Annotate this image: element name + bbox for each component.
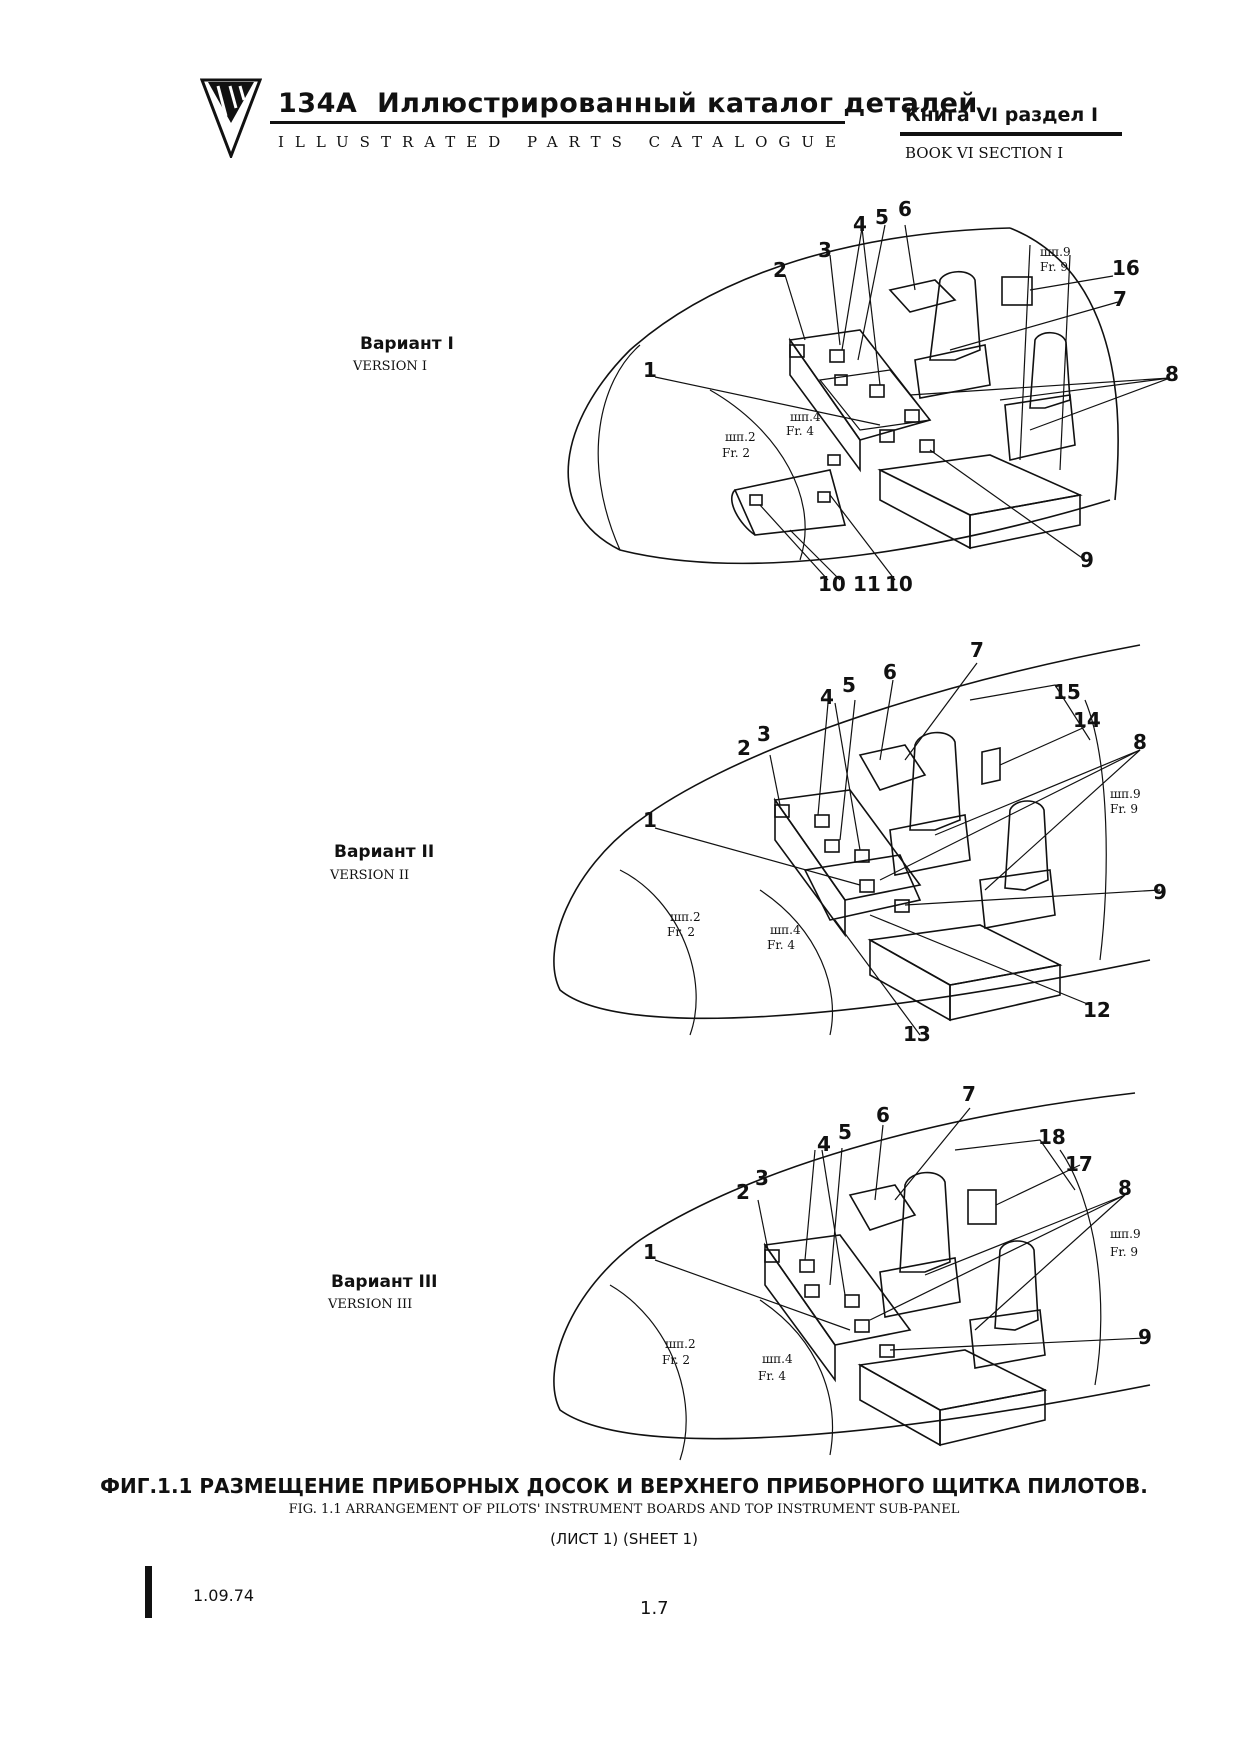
callout-v1-4: 4 — [853, 212, 867, 236]
version-3-label-ru: Вариант III — [331, 1272, 438, 1292]
callout-v1-6: 6 — [898, 197, 912, 221]
frame-4-en-v2: Fr. 4 — [767, 938, 796, 952]
catalog-title-ru: 134A Иллюстрированный каталог деталей — [278, 88, 978, 119]
callout-v1-2: 2 — [773, 258, 787, 282]
callout-v2-7: 7 — [970, 638, 984, 662]
callout-v3-5: 5 — [838, 1120, 852, 1144]
callout-v3-6: 6 — [876, 1103, 890, 1127]
frame-4-en-v1: Fr. 4 — [786, 424, 815, 438]
frame-9-en-v1: Fr. 9 — [1040, 260, 1069, 274]
frame-9-ru-v1: шп.9 — [1040, 245, 1071, 259]
manufacturer-logo — [200, 78, 262, 158]
callout-v2-13: 13 — [903, 1022, 931, 1046]
callout-v3-4: 4 — [817, 1132, 831, 1156]
frame-9-ru-v3: шп.9 — [1110, 1227, 1141, 1241]
callout-v1-3: 3 — [818, 238, 832, 262]
callout-v2-1: 1 — [643, 808, 657, 832]
callout-v2-3: 3 — [757, 722, 771, 746]
callout-v1-8: 8 — [1165, 362, 1179, 386]
frame-9-en-v3: Fr. 9 — [1110, 1245, 1139, 1259]
callout-v3-18: 18 — [1038, 1125, 1066, 1149]
frame-2-ru-v2: шп.2 — [670, 910, 701, 924]
callout-v3-3: 3 — [755, 1166, 769, 1190]
callout-v3-1: 1 — [643, 1240, 657, 1264]
figure-caption-en: FIG. 1.1 ARRANGEMENT OF PILOTS' INSTRUME… — [288, 1502, 960, 1517]
callout-v2-15: 15 — [1053, 680, 1081, 704]
frame-4-ru-v2: шп.4 — [770, 923, 801, 937]
callout-v1-5: 5 — [875, 205, 889, 229]
version-1-label-en: VERSION I — [353, 359, 428, 374]
cockpit-diagram-version-2 — [553, 644, 1151, 1036]
callout-v1-7: 7 — [1113, 287, 1127, 311]
cockpit-diagram-version-3 — [553, 1092, 1151, 1461]
model-number: 134A — [278, 88, 358, 119]
version-2-label-ru: Вариант II — [334, 842, 435, 862]
callout-v1-16: 16 — [1112, 256, 1140, 280]
revision-bar — [145, 1566, 152, 1618]
callout-v2-4: 4 — [820, 685, 834, 709]
callout-v2-14: 14 — [1073, 708, 1101, 732]
frame-2-ru-v3: шп.2 — [665, 1337, 696, 1351]
callout-v1-11: 11 — [853, 572, 881, 596]
frame-2-en-v3: Fr. 2 — [662, 1353, 691, 1367]
callout-v3-7: 7 — [962, 1082, 976, 1106]
callout-v1-1: 1 — [643, 358, 657, 382]
callout-v1-10b: 10 — [885, 572, 913, 596]
page-number: 1.7 — [640, 1598, 669, 1619]
frame-9-en-v2: Fr. 9 — [1110, 802, 1139, 816]
callout-v1-9: 9 — [1080, 548, 1094, 572]
frame-4-en-v3: Fr. 4 — [758, 1369, 787, 1383]
frame-2-ru-v1: шп.2 — [725, 430, 756, 444]
header-rule — [270, 121, 845, 124]
revision-date: 1.09.74 — [193, 1586, 255, 1605]
callout-v2-5: 5 — [842, 673, 856, 697]
book-section-en: BOOK VI SECTION I — [905, 144, 1064, 162]
callout-v2-8: 8 — [1133, 730, 1147, 754]
figure-caption-ru: ФИГ.1.1 РАЗМЕЩЕНИЕ ПРИБОРНЫХ ДОСОК И ВЕР… — [100, 1474, 1148, 1498]
callout-v2-6: 6 — [883, 660, 897, 684]
version-1-label-ru: Вариант I — [360, 334, 454, 354]
callout-v3-9: 9 — [1138, 1325, 1152, 1349]
callout-v3-8: 8 — [1118, 1176, 1132, 1200]
catalog-title-en: ILLUSTRATED PARTS CATALOGUE — [278, 133, 847, 151]
frame-2-en-v1: Fr. 2 — [722, 446, 751, 460]
frame-9-ru-v2: шп.9 — [1110, 787, 1141, 801]
callout-v1-10a: 10 — [818, 572, 846, 596]
callout-v2-12: 12 — [1083, 998, 1111, 1022]
callout-v3-2: 2 — [736, 1180, 750, 1204]
leader-lines — [654, 224, 1171, 1351]
book-section-ru: Книга VI раздел I — [905, 104, 1099, 126]
callout-v2-9: 9 — [1153, 880, 1167, 904]
version-3-label-en: VERSION III — [328, 1297, 413, 1312]
frame-4-ru-v3: шп.4 — [762, 1352, 793, 1366]
book-rule — [900, 132, 1122, 136]
frame-2-en-v2: Fr. 2 — [667, 925, 696, 939]
version-2-label-en: VERSION II — [330, 868, 410, 883]
frame-4-ru-v1: шп.4 — [790, 410, 821, 424]
callout-v2-2: 2 — [737, 736, 751, 760]
callout-v3-17: 17 — [1065, 1152, 1093, 1176]
figure-sheet-label: (ЛИСТ 1) (SHEET 1) — [550, 1530, 698, 1548]
cockpit-diagram-version-1 — [567, 227, 1119, 565]
